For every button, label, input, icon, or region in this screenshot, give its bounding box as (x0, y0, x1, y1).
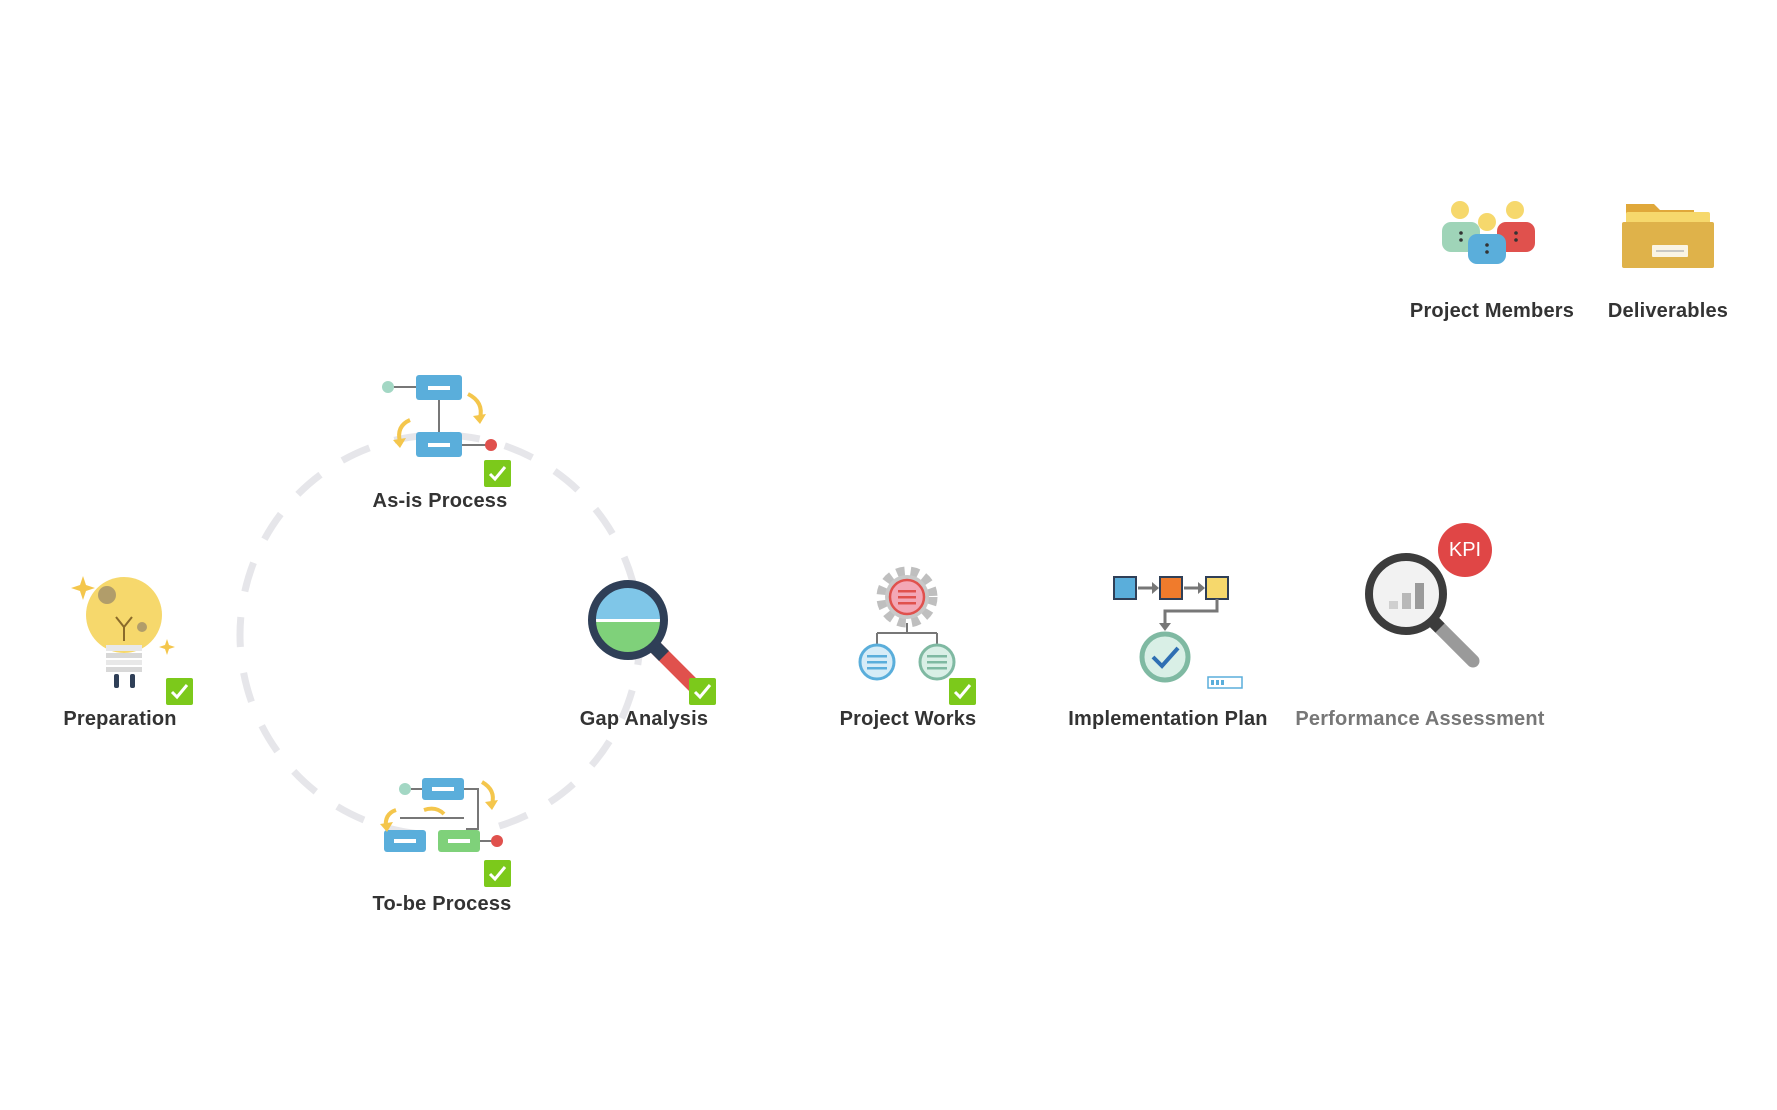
step-gap-analysis[interactable]: Gap Analysis (570, 575, 730, 735)
gear-hierarchy-icon (858, 566, 956, 681)
step-performance-assessment[interactable]: KPI Performance Assessment (1290, 520, 1550, 735)
folder-icon (1622, 204, 1714, 268)
kpi-magnifier-icon (1365, 523, 1492, 668)
completed-check-icon (484, 460, 511, 487)
lightbulb-icon (71, 576, 175, 688)
deliverables-button[interactable]: Deliverables (1600, 190, 1740, 330)
project-works-label: Project Works (839, 708, 977, 730)
performance-assessment-label: Performance Assessment (1295, 708, 1545, 730)
step-as-is-process[interactable]: As-is Process (360, 370, 520, 530)
project-members-label: Project Members (1409, 300, 1575, 322)
as-is-process-flow-icon (382, 375, 497, 457)
step-implementation-plan[interactable]: Implementation Plan (1060, 565, 1267, 735)
completed-check-icon (949, 678, 976, 705)
completed-check-icon (689, 678, 716, 705)
deliverables-label: Deliverables (1607, 300, 1729, 322)
preparation-label: Preparation (63, 708, 177, 730)
kpi-badge: KPI (1448, 539, 1482, 561)
team-icon (1442, 201, 1535, 264)
step-preparation[interactable]: Preparation (50, 565, 200, 735)
gap-analysis-label: Gap Analysis (579, 708, 709, 730)
implementation-plan-label: Implementation Plan (1068, 708, 1268, 730)
magnifier-icon (588, 580, 701, 693)
to-be-process-flow-icon (380, 778, 503, 852)
as-is-process-label: As-is Process (372, 490, 508, 512)
step-to-be-process[interactable]: To-be Process (360, 768, 520, 928)
completed-check-icon (166, 678, 193, 705)
plan-flow-icon (1113, 576, 1243, 689)
step-project-works[interactable]: Project Works (830, 565, 990, 735)
to-be-process-label: To-be Process (372, 893, 512, 915)
completed-check-icon (484, 860, 511, 887)
project-members-button[interactable]: Project Members (1410, 190, 1574, 330)
